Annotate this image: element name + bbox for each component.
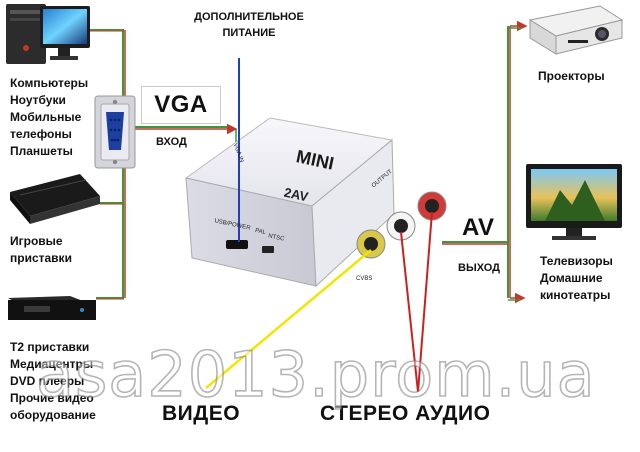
vga-tag-text: VGA [154, 91, 208, 118]
cables [205, 58, 433, 393]
sources-consoles-label: Игровые приставки [10, 234, 72, 265]
output-label: ВЫХОД [458, 262, 501, 274]
device-port-cvbs: CVBS [356, 276, 373, 282]
game-console-icon [10, 174, 100, 224]
video-label: ВИДЕО [162, 402, 241, 425]
sources-computers-label: Компьютеры Ноутбуки Мобильные телефоны П… [10, 76, 89, 158]
projector-icon [528, 5, 624, 55]
vga-input-tag: VGA [141, 86, 221, 124]
av-output-tag: AV [462, 214, 495, 241]
right-bus [442, 20, 528, 304]
computer-icon [6, 4, 90, 64]
sources-settop-label: Т2 приставки Медиацентры DVD плееры Проч… [10, 340, 96, 422]
power-label: ДОПОЛНИТЕЛЬНОЕ ПИТАНИЕ [194, 11, 304, 39]
vga-plug-icon [94, 95, 136, 169]
tv-icon [526, 164, 622, 240]
input-label: ВХОД [156, 136, 187, 148]
stereo-audio-label: СТЕРЕО АУДИО [320, 402, 491, 425]
set-top-box-icon [8, 296, 96, 320]
target-tvs-label: Телевизоры Домашние кинотеатры [540, 254, 613, 302]
target-projectors-label: Проекторы [538, 69, 605, 83]
converter-box [184, 117, 447, 288]
